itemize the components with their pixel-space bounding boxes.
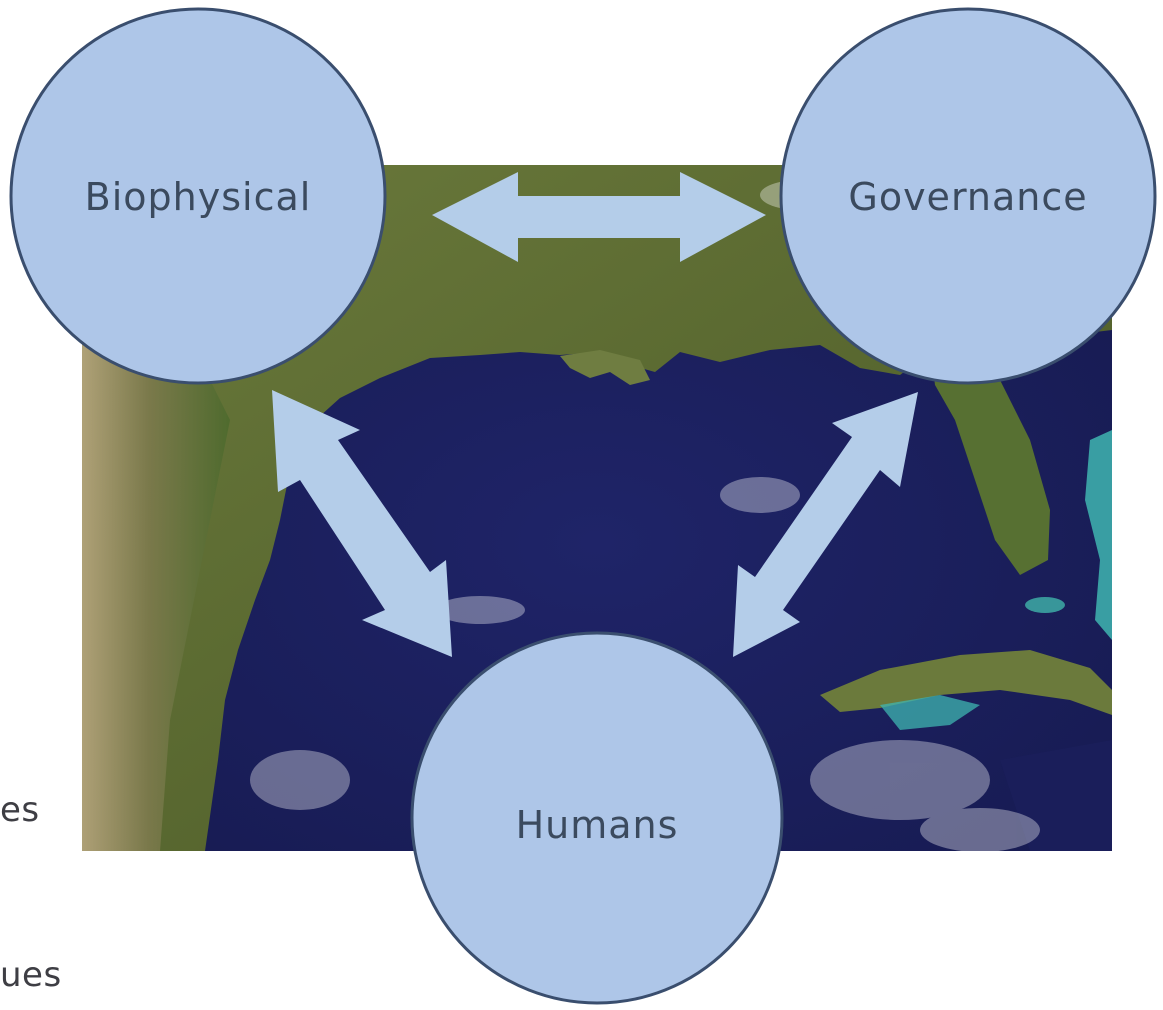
arrows [272,172,918,657]
side-text-fragment-2: ues [0,955,62,995]
node-biophysical: Biophysical [9,7,387,385]
node-governance: Governance [779,7,1157,385]
node-biophysical-label: Biophysical [85,175,312,219]
arrow-biophysical-humans [272,390,452,657]
arrow-governance-humans [733,392,918,657]
node-governance-label: Governance [848,175,1087,219]
node-humans: Humans [410,631,784,1005]
node-humans-label: Humans [516,803,679,847]
side-text-fragment-1: es [0,790,40,830]
arrow-biophysical-governance [432,172,766,262]
